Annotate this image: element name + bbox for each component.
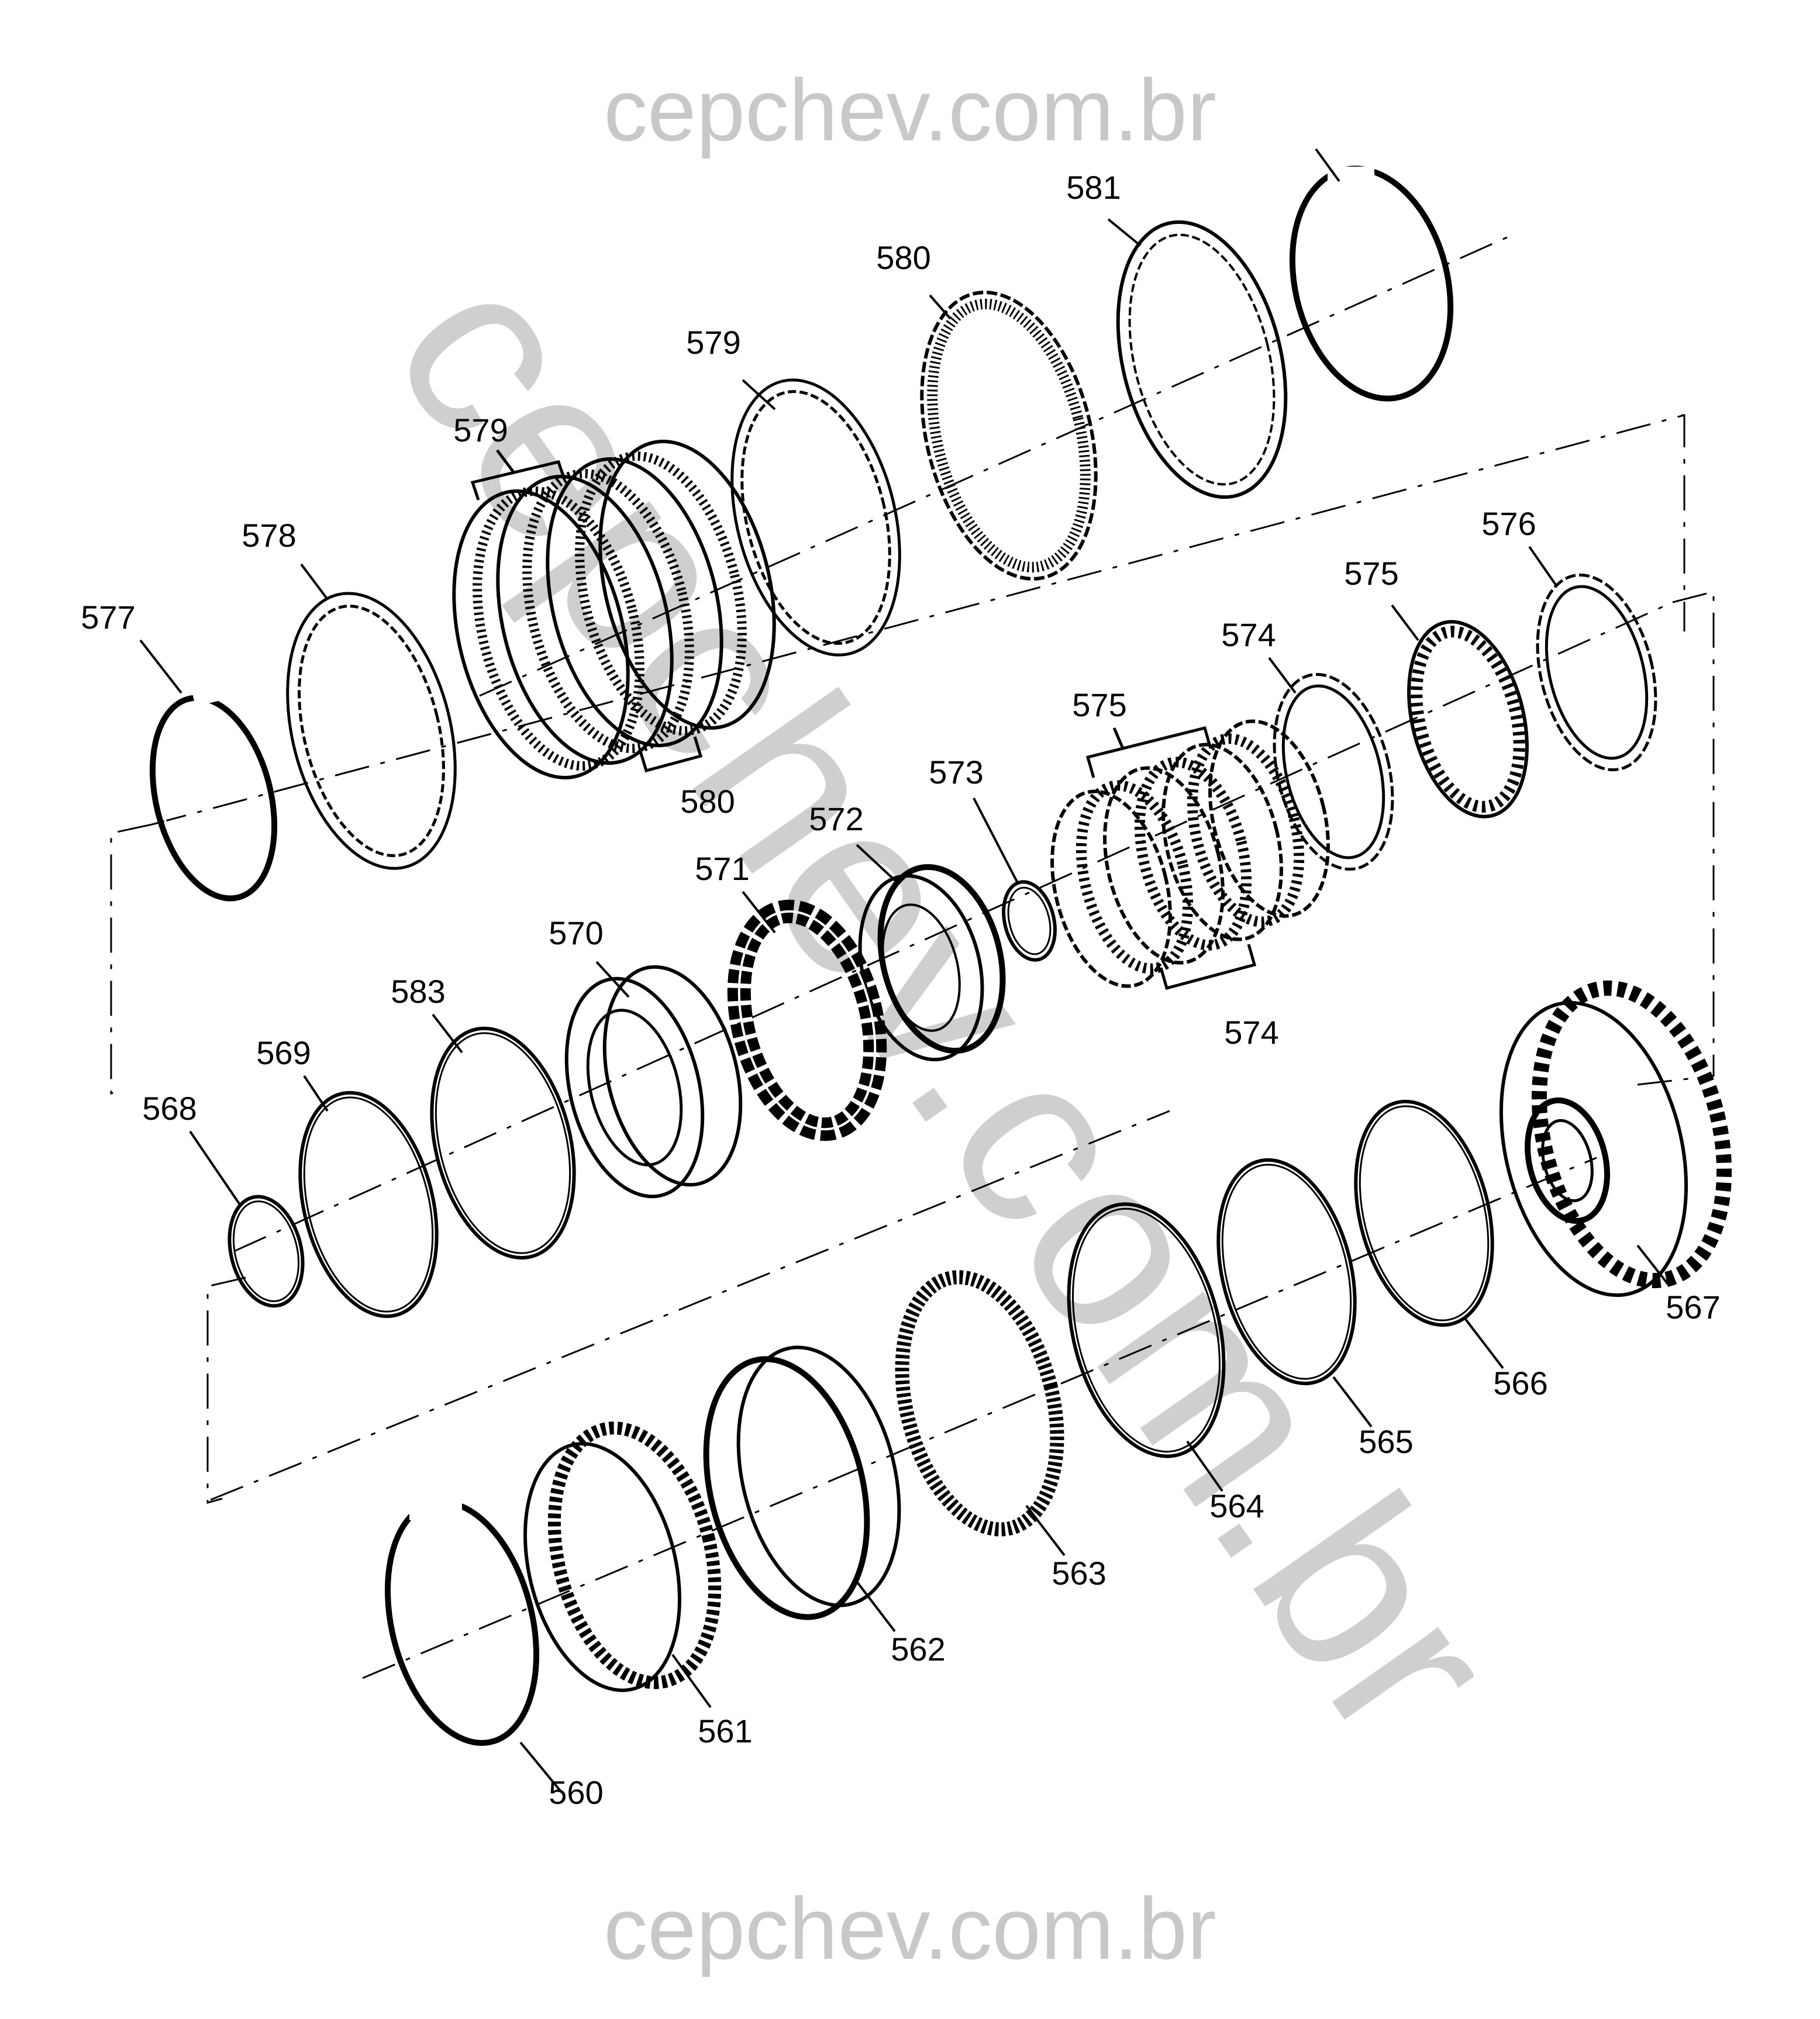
part-570-housing: [564, 965, 743, 1199]
leader-560: [519, 1741, 563, 1793]
label-565: 565: [1359, 1423, 1413, 1460]
part-563-friction-ring: [895, 1270, 1064, 1537]
leader-581: [1107, 218, 1142, 247]
axis-row4: [362, 1157, 1597, 1679]
leader-583: [432, 1013, 463, 1054]
axis-row2: [151, 414, 1685, 826]
label-579-plate: 579: [686, 324, 740, 361]
part-569-seal: [298, 1090, 439, 1319]
bracket-575-top: [1085, 726, 1212, 778]
leader-564: [1186, 1440, 1223, 1492]
label-564: 564: [1209, 1487, 1264, 1524]
part-574-plate: [1273, 672, 1394, 871]
axis-row3: [233, 601, 1673, 1252]
bracket-574-bottom: [1159, 944, 1257, 990]
leader-570: [595, 961, 630, 998]
part-579-plate: [730, 378, 901, 657]
label-575-bearing: 575: [1344, 555, 1398, 592]
label-583: 583: [391, 973, 445, 1010]
frame-low-diag: [210, 1110, 1170, 1501]
leader-578: [300, 563, 329, 600]
center-axes: [151, 233, 1685, 1679]
label-581: 581: [1066, 169, 1121, 206]
frame-right-mid: [1637, 591, 1715, 1086]
label-568: 568: [142, 1090, 197, 1127]
part-labels: 577 578 579 580 579 580 581 576 575 574 …: [81, 169, 1720, 1811]
bracket-579-top: [470, 460, 566, 501]
leader-lines: [139, 148, 1671, 1793]
part-577-snap-ring: [149, 681, 278, 902]
part-564-seal: [1067, 1202, 1226, 1458]
label-574-plate: 574: [1221, 616, 1276, 653]
label-570: 570: [549, 914, 603, 951]
label-575-pack: 575: [1072, 686, 1126, 723]
frame-left-low: [206, 1276, 246, 1504]
group-brackets: [470, 449, 1257, 990]
label-580-plate: 580: [876, 239, 930, 276]
label-569: 569: [256, 1034, 311, 1071]
leader-572: [856, 844, 899, 884]
label-562: 562: [891, 1631, 945, 1668]
leader-577: [139, 639, 182, 694]
label-580-pack: 580: [680, 783, 735, 820]
leader-567: [1636, 1244, 1671, 1288]
part-583-seal: [430, 1026, 576, 1260]
part-566-seal: [1354, 1099, 1494, 1327]
leader-snap-top: [1315, 148, 1340, 182]
leader-566: [1464, 1317, 1504, 1369]
leader-573: [973, 798, 1019, 883]
part-565-seal: [1216, 1158, 1357, 1386]
label-574-pack: 574: [1224, 1014, 1278, 1051]
watermark-top: cepchev.com.br: [604, 61, 1216, 159]
bracket-580-bottom: [639, 736, 703, 773]
leader-571: [742, 891, 776, 934]
watermark-diagonal: cepchev.com.br: [341, 223, 1550, 1786]
leader-580-plate: [929, 294, 952, 320]
leader-579-plate: [742, 379, 776, 410]
part-581-plate: [1116, 220, 1288, 499]
leader-569: [303, 1075, 329, 1112]
label-561: 561: [698, 1713, 752, 1749]
label-563: 563: [1052, 1555, 1106, 1592]
leader-568: [189, 1130, 241, 1206]
leader-561: [671, 1654, 712, 1709]
part-560-snap-ring: [384, 1497, 540, 1746]
part-561-gear-ring: [523, 1421, 722, 1692]
frame-lines: [110, 414, 1715, 1504]
label-576: 576: [1481, 505, 1536, 542]
leader-576: [1528, 546, 1557, 586]
part-562-ring: [703, 1345, 901, 1620]
part-576-plate: [1536, 573, 1657, 772]
leader-574-plate: [1268, 657, 1297, 694]
part-571-spring-assembly: [727, 899, 887, 1141]
label-577: 577: [81, 599, 135, 636]
leader-563: [1025, 1504, 1066, 1556]
part-567-housing: [1499, 980, 1732, 1297]
label-573: 573: [929, 754, 983, 791]
label-567: 567: [1666, 1289, 1720, 1326]
leader-575: [1391, 604, 1419, 641]
part-578-plate: [286, 592, 457, 870]
part-568-seal: [227, 1195, 305, 1308]
label-572: 572: [809, 800, 863, 837]
watermark-bottom: cepchev.com.br: [604, 1879, 1216, 1977]
part-574-575-clutch-pack: [1050, 719, 1330, 988]
label-560: 560: [549, 1774, 603, 1811]
leader-565: [1332, 1376, 1373, 1428]
frame-upper: [1681, 414, 1685, 631]
part-580-friction-plate: [920, 291, 1098, 581]
part-579-580-clutch-pack: [452, 440, 776, 779]
leader-562: [856, 1580, 896, 1633]
label-566: 566: [1493, 1365, 1547, 1402]
part-snap-ring-top: [1289, 165, 1454, 402]
label-571: 571: [695, 850, 749, 887]
part-575-bearing: [1407, 620, 1529, 819]
part-573-ring: [1002, 880, 1057, 962]
frame-left-mid: [110, 823, 153, 1095]
label-578: 578: [242, 517, 296, 554]
label-579-pack: 579: [453, 412, 508, 448]
